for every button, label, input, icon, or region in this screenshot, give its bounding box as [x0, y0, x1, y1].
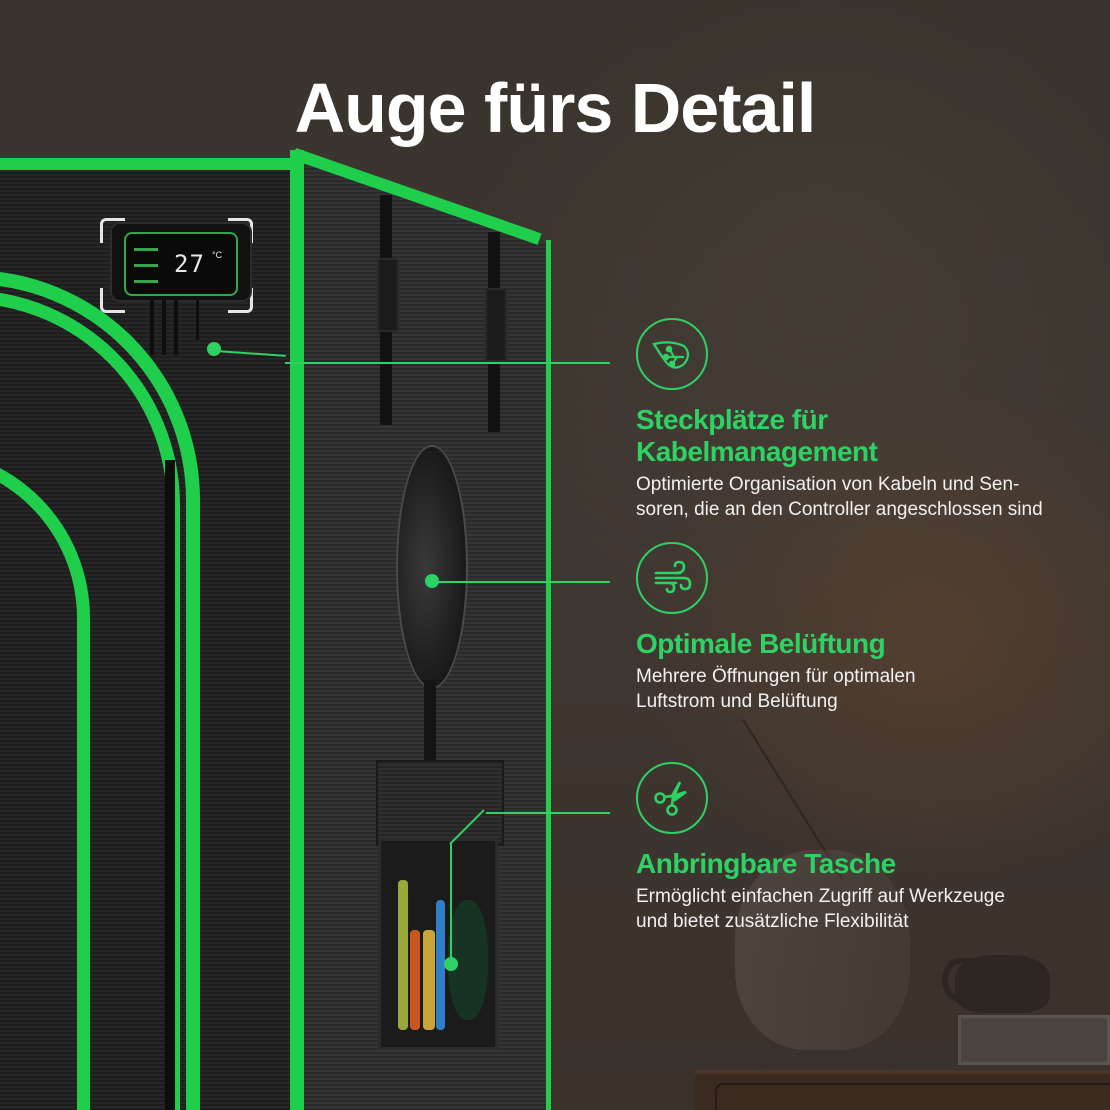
strap-buckle-right	[485, 288, 507, 362]
tent-corner-trim	[290, 150, 304, 1110]
pocket-flap	[376, 760, 504, 846]
background-teapot	[955, 955, 1050, 1013]
feature-heading-line: Steckplätze für	[636, 404, 828, 435]
sensor-cable	[196, 300, 199, 340]
feature-description: Optimierte Organisation von Kabeln und S…	[636, 472, 1076, 522]
feature-description-line: Luftstrom und Belüftung	[636, 691, 838, 712]
sensor-cable	[162, 300, 166, 355]
feature-description-line: Ermöglicht einfachen Zugriff auf Werkzeu…	[636, 886, 1005, 907]
callout-line-cable-b	[285, 362, 610, 364]
tent-door-gap	[165, 460, 175, 1110]
feature-attachable-pocket: Anbringbare Tasche Ermöglicht einfachen …	[636, 762, 1076, 934]
feature-heading: Optimale Belüftung	[636, 628, 1076, 660]
feature-heading-line: Optimale Belüftung	[636, 628, 886, 659]
controller-bar	[134, 264, 158, 267]
background-cabinet	[695, 1070, 1110, 1110]
tool-pruner-yellow	[398, 880, 408, 1030]
feature-cable-management: Steckplätze für Kabelmanagement Optimier…	[636, 318, 1076, 522]
page-title: Auge fürs Detail	[294, 69, 817, 147]
sensor-cable	[150, 300, 154, 355]
tool-blue	[436, 900, 445, 1030]
feature-description-line: und bietet zusätzliche Flexibilität	[636, 911, 909, 932]
feature-description: Ermöglicht einfachen Zugriff auf Werkzeu…	[636, 884, 1076, 934]
wind-icon	[636, 542, 708, 614]
feature-heading-line: Kabelmanagement	[636, 436, 878, 467]
feature-description-line: Optimierte Organisation von Kabeln und S…	[636, 474, 1020, 495]
focus-bracket-bl	[100, 288, 125, 313]
controller-temperature: 27	[174, 250, 205, 278]
callout-line-pocket-a	[450, 843, 452, 961]
tool-yellow-meter	[423, 930, 435, 1030]
focus-bracket-tl	[100, 218, 125, 243]
ventilation-port	[396, 445, 468, 689]
focus-bracket-br	[228, 288, 253, 313]
scissors-icon	[636, 762, 708, 834]
feature-ventilation: Optimale Belüftung Mehrere Öffnungen für…	[636, 542, 1076, 714]
background-cabinet-drawer	[715, 1083, 1110, 1110]
feature-description-line: Mehrere Öffnungen für optimalen	[636, 666, 916, 687]
feature-heading-line: Anbringbare Tasche	[636, 848, 896, 879]
feature-heading: Anbringbare Tasche	[636, 848, 1076, 880]
controller-bar	[134, 280, 158, 283]
feature-heading: Steckplätze für Kabelmanagement	[636, 404, 1076, 468]
callout-line-vent	[432, 581, 610, 583]
controller-bar	[134, 248, 158, 251]
controller-unit: °C	[212, 250, 223, 260]
feature-description: Mehrere Öffnungen für optimalen Luftstro…	[636, 664, 1076, 714]
callout-dot-cable	[207, 342, 221, 356]
background-vase	[735, 850, 910, 1050]
callout-dot-pocket	[444, 957, 458, 971]
vent-strap	[424, 680, 436, 770]
sensor-cable	[174, 300, 178, 355]
controller-screen: 27 °C	[124, 232, 238, 296]
tent-side-trim	[546, 240, 551, 1110]
leaf-circuit-icon	[636, 318, 708, 390]
background-box	[958, 1015, 1110, 1065]
tool-orange	[410, 930, 420, 1030]
feature-description-line: soren, die an den Controller angeschloss…	[636, 499, 1043, 520]
callout-line-pocket-c	[486, 812, 610, 814]
strap-buckle-left	[377, 258, 399, 332]
climate-controller: 27 °C	[110, 222, 252, 302]
